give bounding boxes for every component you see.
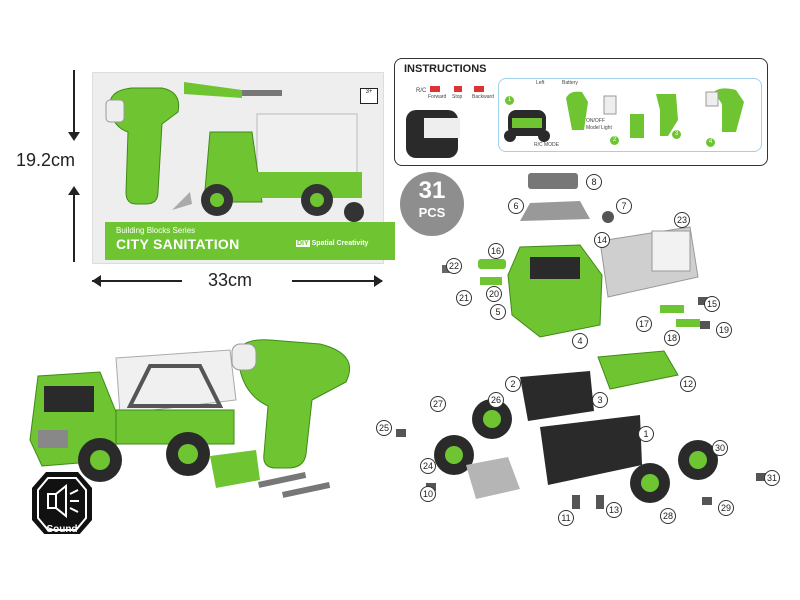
part-number: 4 [572, 333, 588, 349]
label-model-light: Model Light [586, 125, 612, 131]
part-number: 2 [505, 376, 521, 392]
part-number: 13 [606, 502, 622, 518]
label-stop: Stop [452, 94, 463, 100]
step-1: 1 [505, 96, 514, 105]
label-on-off: ON/OFF [586, 118, 605, 124]
part-number: 18 [664, 330, 680, 346]
part-number: 21 [456, 290, 472, 306]
part-number: 10 [420, 486, 436, 502]
package-art [105, 82, 364, 222]
label-battery: Battery [562, 80, 578, 86]
sound-badge [32, 472, 92, 534]
part-number: 31 [764, 470, 780, 486]
part-number: 29 [718, 500, 734, 516]
label-forward: Forward [428, 94, 447, 100]
part-number: 6 [508, 198, 524, 214]
rc-label: R/C [416, 88, 427, 94]
part-number: 26 [488, 392, 504, 408]
part-number: 1 [638, 426, 654, 442]
speaker-icon [47, 483, 79, 519]
age-badge: 3+ [360, 88, 378, 104]
part-number: 24 [420, 458, 436, 474]
steps-art [504, 88, 744, 142]
width-label: 33cm [208, 270, 253, 290]
label-backward: Backward [472, 94, 494, 100]
part-number: 27 [430, 396, 446, 412]
part-number: 17 [636, 316, 652, 332]
part-number: 22 [446, 258, 462, 274]
label-left: Left [536, 80, 545, 86]
pieces-badge [400, 172, 464, 236]
step-3: 3 [672, 130, 681, 139]
part-number: 14 [594, 232, 610, 248]
rc-diagram [406, 86, 484, 158]
package-title: CITY SANITATION [116, 236, 240, 252]
part-number: 12 [680, 376, 696, 392]
exploded-parts-diagram [396, 173, 766, 509]
package-brand: DIY Spatial Creativity [296, 240, 369, 247]
part-number: 25 [376, 420, 392, 436]
part-number: 11 [558, 510, 574, 526]
part-number: 5 [490, 304, 506, 320]
step-2: 2 [610, 136, 619, 145]
part-number: 28 [660, 508, 676, 524]
part-number: 15 [704, 296, 720, 312]
part-number: 16 [488, 243, 504, 259]
height-label: 19.2cm [16, 150, 76, 170]
pieces-unit: PCS [418, 205, 446, 220]
pieces-count: 31 [418, 177, 446, 204]
part-number: 7 [616, 198, 632, 214]
sound-label: Sound [46, 524, 78, 535]
part-number: 8 [586, 174, 602, 190]
package-band [105, 222, 395, 260]
part-number: 3 [592, 392, 608, 408]
step-4: 4 [706, 138, 715, 147]
part-number: 23 [674, 212, 690, 228]
part-number: 19 [716, 322, 732, 338]
package-series: Building Blocks Series [116, 226, 196, 235]
part-number: 30 [712, 440, 728, 456]
instructions-title: INSTRUCTIONS [404, 63, 487, 75]
assembled-toy [29, 339, 351, 498]
part-number: 20 [486, 286, 502, 302]
rc-mode-label: R/C MODE [534, 142, 559, 148]
